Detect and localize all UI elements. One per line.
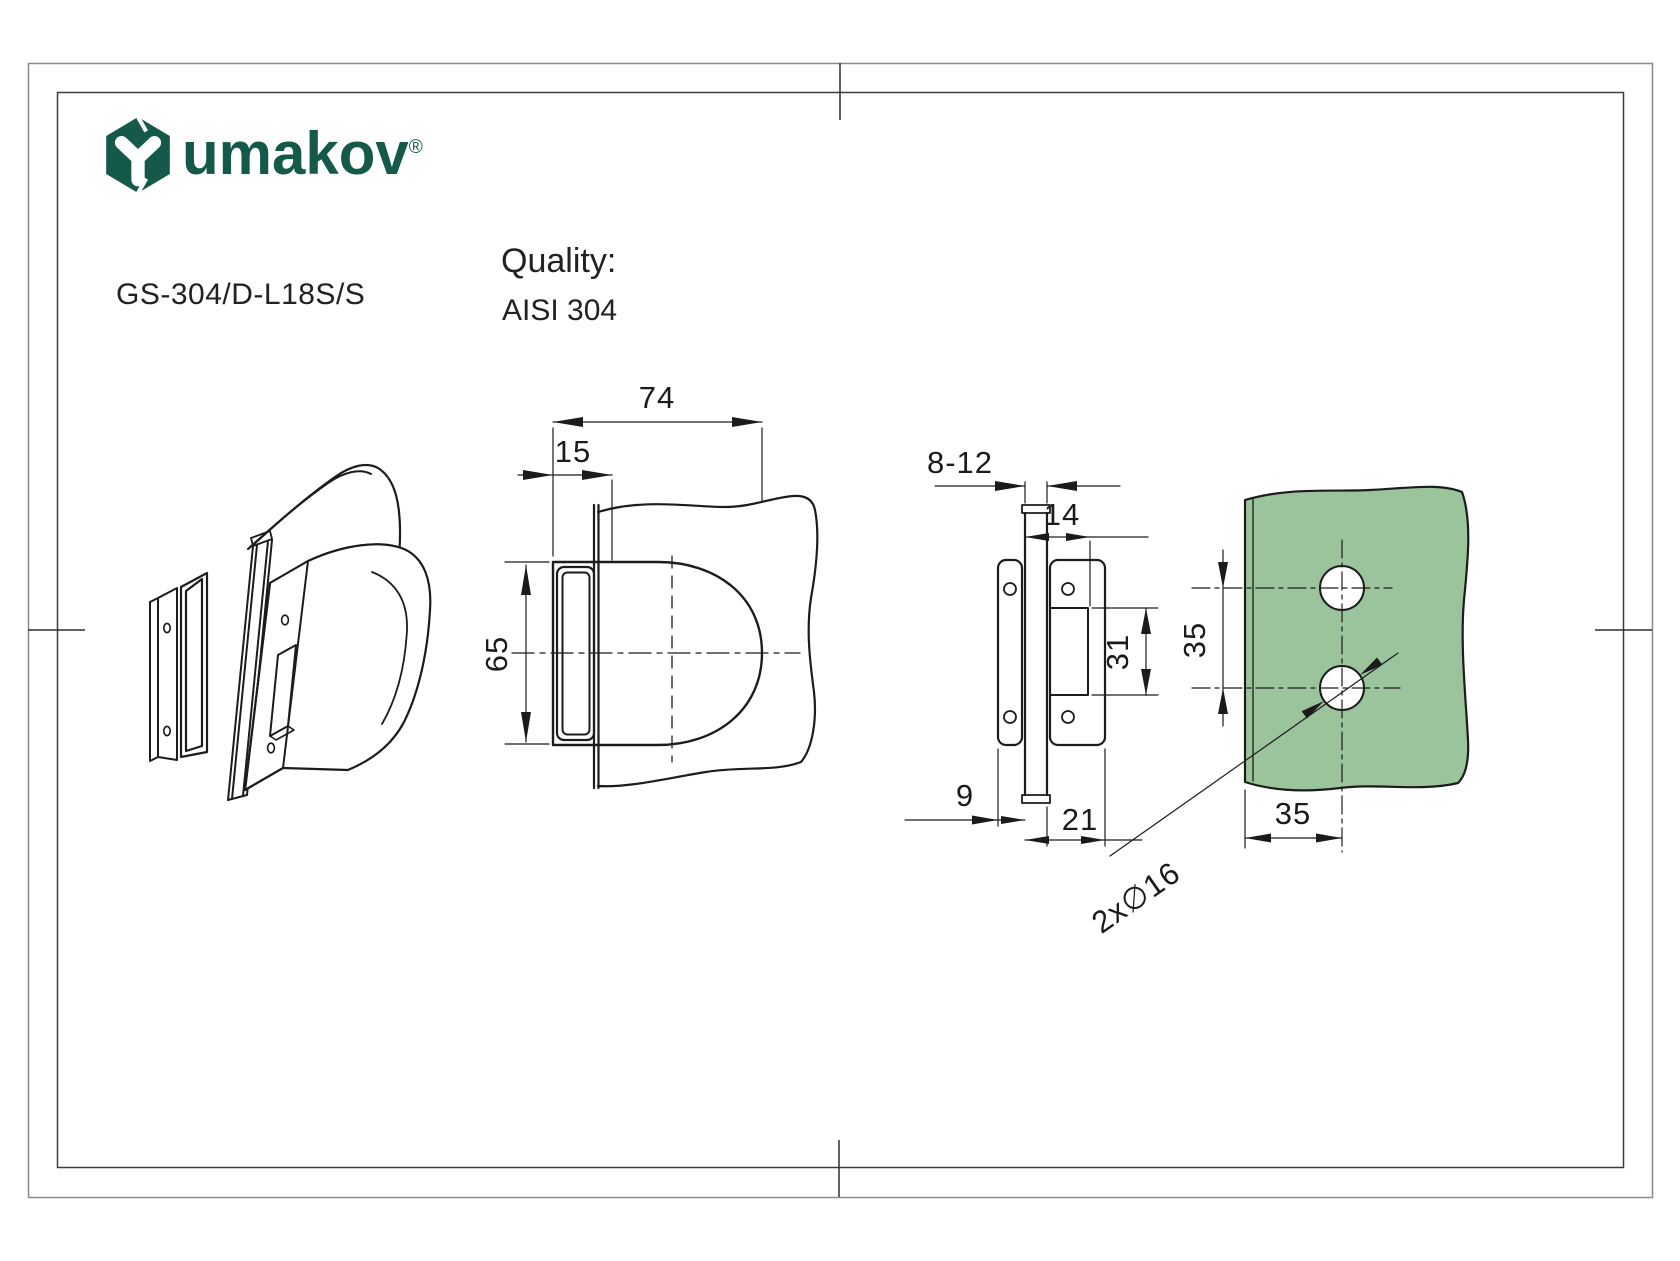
side-dim-glass-thickness-label: 8-12 [927,445,993,480]
registered-mark: ® [408,137,423,158]
side-strike-plate [1048,558,1107,747]
umakov-hexagon-icon [104,116,172,199]
glass-hole-callout-leader [1109,652,1399,857]
front-view: 74 15 65 [479,380,819,790]
side-cover-plate [996,558,1024,747]
side-dim-strike-depth [1024,533,1149,607]
quality-value: AISI 304 [502,294,618,327]
front-dim-plate-offset [517,470,613,561]
frame-center-ticks [28,63,1652,1197]
glass-hole-callout-label: 2x∅16 [1085,855,1186,941]
side-dim-cutout-height-label: 31 [1100,634,1135,670]
isometric-view [149,463,432,801]
glass-dim-hole-spacing-label: 35 [1177,622,1212,658]
side-latch-cutout [1049,607,1089,696]
quality-label: Quality: [501,242,617,280]
glass-panel-view: 35 2x∅16 35 [1085,485,1470,941]
front-dim-height [504,561,550,745]
brand-name: umakov® [182,120,423,187]
iso-body-screw-hole [280,614,290,626]
front-dim-width [552,417,763,557]
side-dim-total-depth [1024,748,1143,847]
side-dim-plate-thickness-label: 9 [956,778,974,813]
iso-plate-screw-hole [163,622,172,634]
side-view: 8-12 14 31 [904,445,1159,847]
glass-dim-hole-spacing [1218,549,1228,727]
sheet-frame [27,62,1654,1199]
side-dim-cutout-height [1091,607,1159,696]
glass-dim-edge-distance-label: 35 [1275,796,1311,831]
front-dim-width-label: 74 [639,380,675,415]
side-dim-plate-thickness [904,748,1026,827]
side-dim-strike-depth-label: 14 [1044,497,1080,532]
glass-panel [1243,485,1470,792]
front-dim-plate-offset-label: 15 [555,434,591,469]
side-dim-total-depth-label: 21 [1062,802,1098,837]
brand-logo: umakov® [104,116,423,199]
iso-plate-screw-hole [163,725,172,737]
side-dim-glass-thickness [934,481,1121,504]
front-dim-height-label: 65 [479,636,514,672]
iso-body-screw-hole [266,742,276,754]
product-code: GS-304/D-L18S/S [116,278,366,311]
glass-dim-edge-distance [1244,789,1343,849]
